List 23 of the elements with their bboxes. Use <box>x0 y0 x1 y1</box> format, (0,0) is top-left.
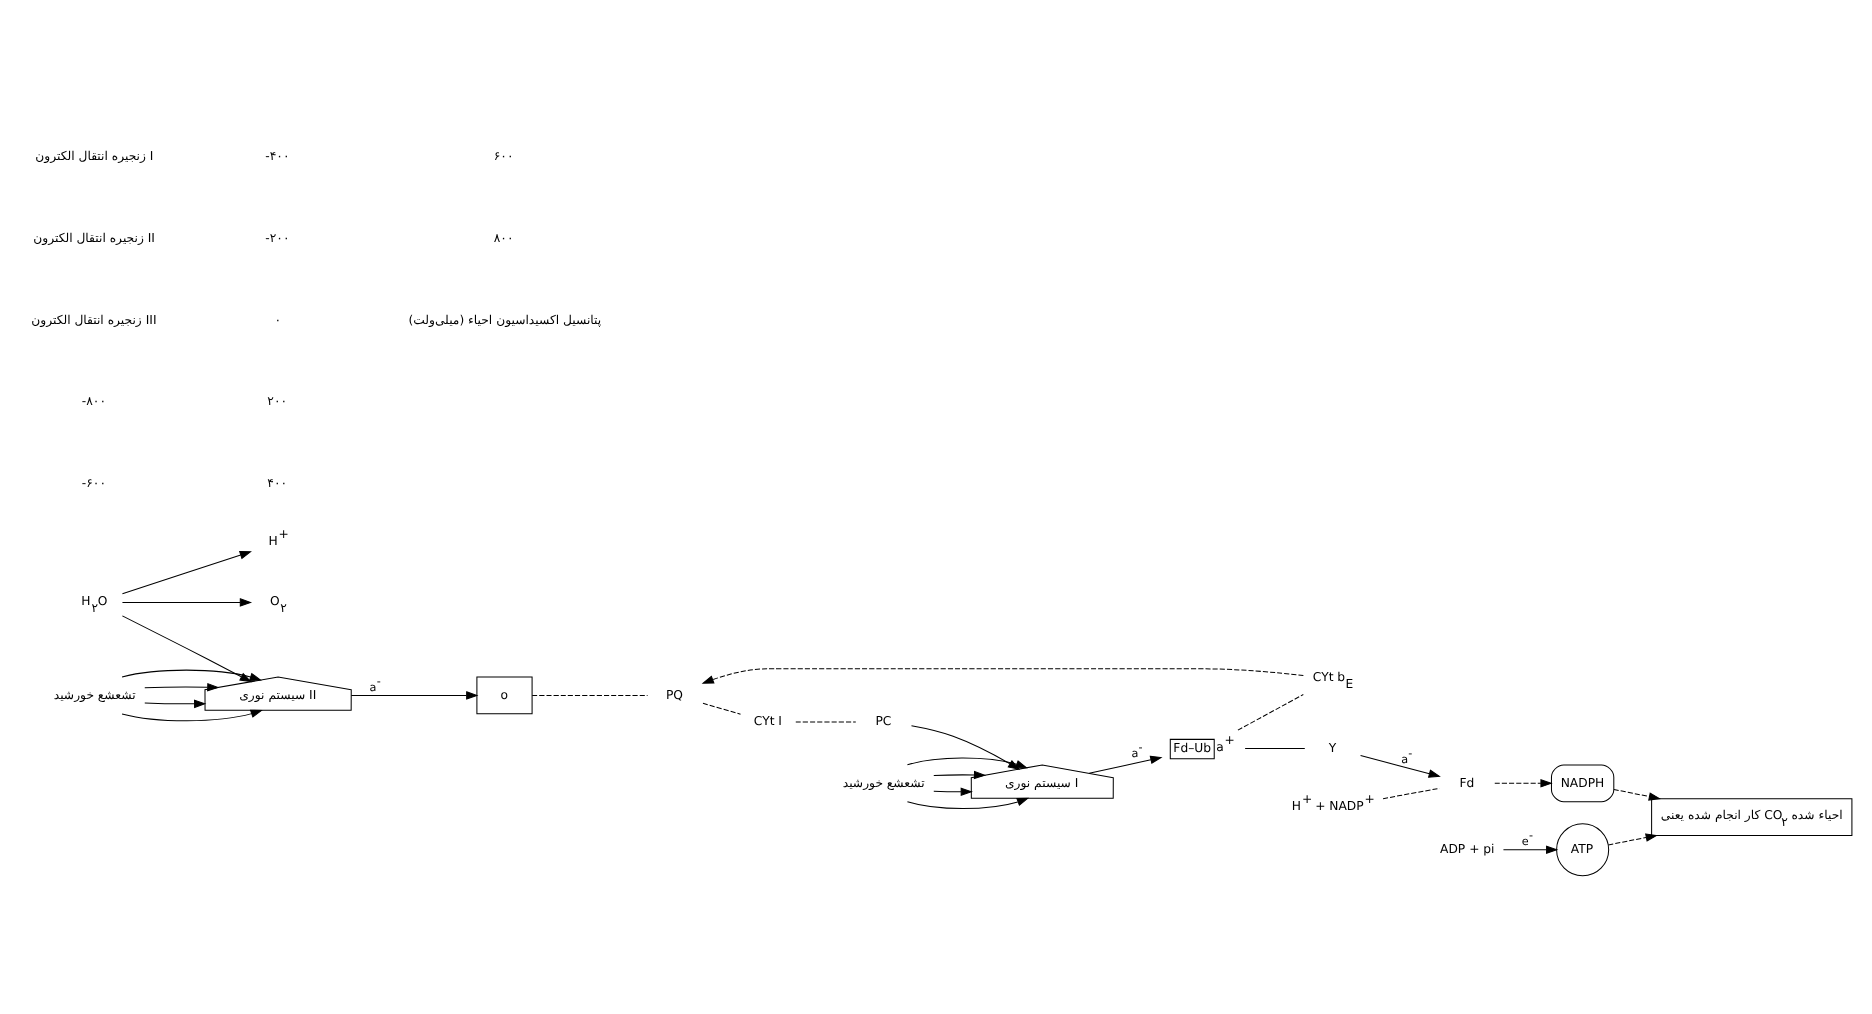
arrow <box>120 615 251 683</box>
connector <box>530 694 648 696</box>
arrow <box>1493 779 1552 788</box>
arrow <box>932 787 972 797</box>
arrow <box>932 770 986 780</box>
arrow <box>1606 833 1657 846</box>
arrow <box>700 668 1303 684</box>
connector <box>1236 694 1303 731</box>
arrow <box>143 682 219 692</box>
arrow <box>1612 788 1660 801</box>
arrow <box>349 691 478 700</box>
arrow <box>1359 755 1440 778</box>
arrow <box>1087 755 1162 774</box>
arrow <box>120 551 251 595</box>
connector <box>701 702 741 715</box>
arrow <box>120 598 252 607</box>
arrow <box>120 709 262 722</box>
connector <box>1243 748 1305 750</box>
arrow <box>905 797 1029 810</box>
arrow <box>120 669 261 681</box>
arrow <box>143 699 206 709</box>
connector <box>1381 787 1439 800</box>
arrow <box>1501 845 1558 855</box>
